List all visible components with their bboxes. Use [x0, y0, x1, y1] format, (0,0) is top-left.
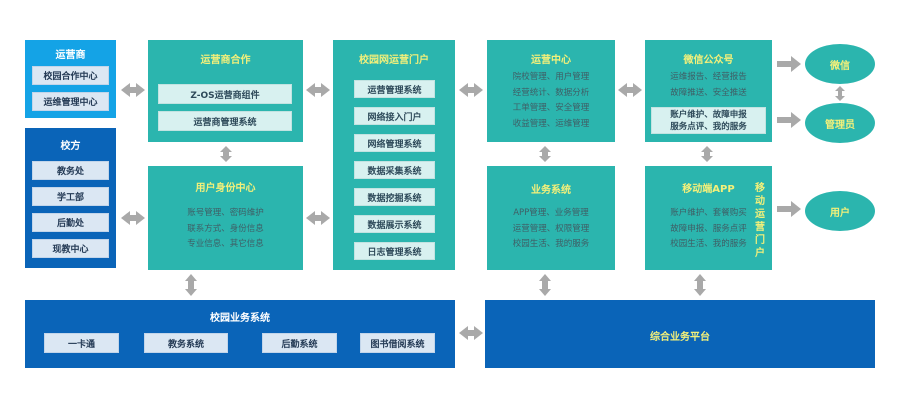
campus-business-panel: 校园业务系统 一卡通 教务系统 后勤系统 图书借阅系统	[25, 300, 455, 368]
ops-center-line: 院校管理、用户管理	[512, 72, 590, 82]
school-item-education-tech-center: 现教中心	[32, 239, 109, 258]
operator-panel: 运营商 校园合作中心 运维管理中心	[25, 40, 116, 118]
campus-portal-title: 校园网运营门户	[359, 55, 429, 66]
integrated-platform-panel: 综合业务平台	[485, 300, 875, 368]
ops-center-lines: 院校管理、用户管理 经营统计、数据分析 工单管理、安全管理 收益管理、运维管理	[487, 70, 615, 132]
campus-business-item-academic: 教务系统	[144, 333, 228, 353]
ops-center-title: 运营中心	[531, 55, 571, 66]
arrow-ops-to-business	[539, 146, 551, 162]
user-identity-line: 账号管理、密码维护	[187, 208, 264, 218]
mobile-app-line: 校园生活、我的服务	[670, 239, 747, 249]
mobile-app-title: 移动端APP	[682, 184, 735, 195]
arrow-wechat-to-app	[701, 146, 713, 162]
campus-portal-item: 网络管理系统	[354, 134, 435, 152]
campus-portal-panel: 校园网运营门户 运营管理系统 网络接入门户 网络管理系统 数据采集系统 数据挖掘…	[333, 40, 455, 270]
arrow-group	[121, 56, 845, 340]
school-panel: 校方 教务处 学工部 后勤处 现教中心	[25, 128, 116, 268]
mobile-app-line: 账户维护、套餐购买	[670, 208, 747, 218]
ops-center-line: 收益管理、运维管理	[512, 118, 590, 129]
arrow-to-wechat-node	[777, 56, 801, 72]
mobile-portal-vertical-label: 移动运营门户	[755, 183, 765, 259]
arrow-to-user-node	[777, 201, 801, 217]
wechat-official-line: 运维报告、经营报告	[670, 72, 747, 82]
wechat-official-line: 故障推送、安全推送	[670, 87, 747, 98]
user-identity-line: 联系方式、身份信息	[187, 223, 264, 234]
campus-business-title: 校园业务系统	[210, 313, 270, 324]
campus-portal-item: 日志管理系统	[354, 242, 435, 260]
business-system-line: 校园生活、我的服务	[512, 239, 590, 249]
integrated-platform-title: 综合业务平台	[650, 332, 710, 343]
arrow-portal-to-ops	[459, 83, 483, 97]
operator-coop-title: 运营商合作	[200, 55, 251, 66]
school-title: 校方	[60, 141, 81, 152]
arrow-school-to-identity	[121, 211, 145, 225]
user-identity-title: 用户身份中心	[195, 183, 256, 194]
business-system-title: 业务系统	[531, 185, 571, 196]
campus-portal-item: 数据采集系统	[354, 161, 435, 179]
business-system-line: 运营管理、权限管理	[512, 223, 590, 234]
arrow-ops-to-wechat	[618, 83, 642, 97]
arrow-business-to-platform	[539, 274, 551, 296]
user-identity-panel: 用户身份中心 账号管理、密码维护 联系方式、身份信息 专业信息、其它信息	[148, 166, 303, 270]
business-system-line: APP管理、业务管理	[513, 208, 589, 218]
ops-center-line: 工单管理、安全管理	[512, 103, 590, 113]
operator-coop-item-mgmt: 运营商管理系统	[158, 111, 292, 131]
campus-portal-item: 数据展示系统	[354, 215, 435, 233]
arrow-app-to-platform	[694, 274, 706, 296]
operator-coop-item-zos: Z-OS运营商组件	[158, 84, 292, 104]
school-item-academic-affairs: 教务处	[32, 161, 109, 180]
arrow-campus-to-platform	[459, 326, 483, 340]
campus-business-item-card: 一卡通	[44, 333, 119, 353]
wechat-official-inner-box: 账户维护、故障申报 服务点评、我的服务	[651, 107, 766, 134]
ops-center-panel: 运营中心 院校管理、用户管理 经营统计、数据分析 工单管理、安全管理 收益管理、…	[487, 40, 615, 142]
school-item-logistics: 后勤处	[32, 213, 109, 232]
arrow-coop-to-portal	[306, 83, 330, 97]
arrow-identity-to-campus	[185, 274, 197, 296]
campus-business-item-library: 图书借阅系统	[360, 333, 435, 353]
arrow-coop-to-identity	[220, 146, 232, 162]
wechat-official-inner-line: 服务点评、我的服务	[670, 122, 747, 132]
business-system-lines: APP管理、业务管理 运营管理、权限管理 校园生活、我的服务	[487, 206, 615, 253]
operator-coop-panel: 运营商合作 Z-OS运营商组件 运营商管理系统	[148, 40, 303, 142]
school-item-student-affairs: 学工部	[32, 187, 109, 206]
mobile-app-line: 故障申报、服务点评	[670, 223, 747, 234]
campus-business-item-logistics: 后勤系统	[262, 333, 337, 353]
arrow-identity-to-portal	[306, 211, 330, 225]
arrow-to-admin-node	[777, 112, 801, 128]
wechat-official-panel: 微信公众号 运维报告、经营报告 故障推送、安全推送 账户维护、故障申报 服务点评…	[645, 40, 772, 142]
campus-portal-item: 数据挖掘系统	[354, 188, 435, 206]
campus-portal-item: 运营管理系统	[354, 80, 435, 98]
mobile-app-panel: 移动端APP 账户维护、套餐购买 故障申报、服务点评 校园生活、我的服务	[645, 166, 772, 270]
arrow-operator-to-coop	[121, 83, 145, 97]
arrow-wechat-node-to-admin	[835, 86, 845, 101]
user-identity-lines: 账号管理、密码维护 联系方式、身份信息 专业信息、其它信息	[148, 206, 303, 253]
operator-item-coop-center: 校园合作中心	[32, 66, 109, 85]
campus-portal-item: 网络接入门户	[354, 107, 435, 125]
wechat-official-lines: 运维报告、经营报告 故障推送、安全推送	[645, 70, 772, 101]
mobile-app-lines: 账户维护、套餐购买 故障申报、服务点评 校园生活、我的服务	[645, 206, 772, 253]
business-system-panel: 业务系统 APP管理、业务管理 运营管理、权限管理 校园生活、我的服务	[487, 166, 615, 270]
operator-title: 运营商	[55, 50, 86, 61]
ops-center-line: 经营统计、数据分析	[512, 87, 590, 98]
admin-node: 管理员	[805, 103, 875, 143]
operator-item-ops-center: 运维管理中心	[32, 92, 109, 111]
wechat-node: 微信	[805, 44, 875, 84]
user-node: 用户	[805, 191, 875, 231]
wechat-official-title: 微信公众号	[683, 55, 734, 66]
user-identity-line: 专业信息、其它信息	[187, 239, 264, 249]
wechat-official-inner-line: 账户维护、故障申报	[670, 110, 747, 120]
